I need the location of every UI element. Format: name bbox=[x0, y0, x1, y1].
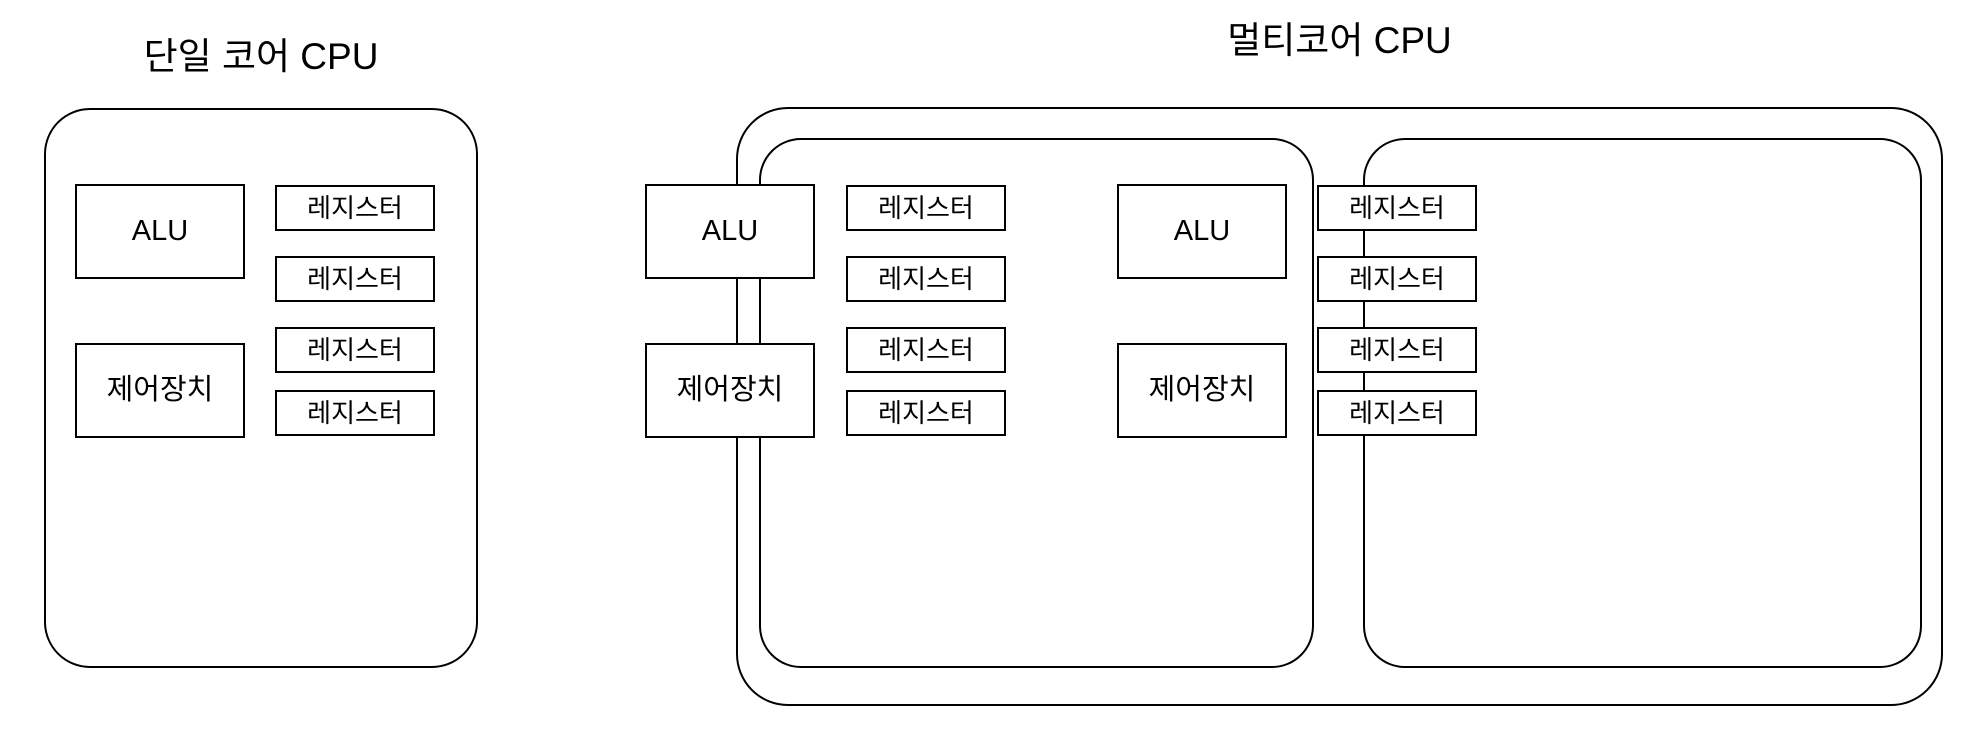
multi-core-core-1-alu-label: ALU bbox=[701, 215, 759, 247]
multi-core-core-2-register-box-4: 레지스터 bbox=[1317, 390, 1477, 436]
multi-core-core-2-register-box-1: 레지스터 bbox=[1317, 185, 1477, 231]
multi-core-core-2-register-label-2: 레지스터 bbox=[1349, 264, 1445, 294]
single-core-alu-box: ALU bbox=[75, 184, 245, 279]
multi-core-core-1-register-label-2: 레지스터 bbox=[878, 264, 974, 294]
single-core-register-box-4: 레지스터 bbox=[275, 390, 435, 436]
multi-core-core-1-register-box-3: 레지스터 bbox=[846, 327, 1006, 373]
multi-core-core-2-alu-box: ALU bbox=[1117, 184, 1287, 279]
multi-core-core-1-control-unit-box: 제어장치 bbox=[645, 343, 815, 438]
single-core-register-label-1: 레지스터 bbox=[307, 193, 403, 223]
single-core-register-box-3: 레지스터 bbox=[275, 327, 435, 373]
multi-core-core-1-register-box-2: 레지스터 bbox=[846, 256, 1006, 302]
single-core-register-box-1: 레지스터 bbox=[275, 185, 435, 231]
multi-core-core-2-register-label-3: 레지스터 bbox=[1349, 335, 1445, 365]
single-core-register-label-4: 레지스터 bbox=[307, 398, 403, 428]
multi-core-core-1-control-unit-label: 제어장치 bbox=[676, 374, 784, 406]
multi-core-core-1-register-box-1: 레지스터 bbox=[846, 185, 1006, 231]
single-core-control-unit-label: 제어장치 bbox=[106, 374, 214, 406]
multi-core-core-1-alu-box: ALU bbox=[645, 184, 815, 279]
single-core-register-label-2: 레지스터 bbox=[307, 264, 403, 294]
multi-core-core-2-register-box-3: 레지스터 bbox=[1317, 327, 1477, 373]
single-core-title: 단일 코어 CPU bbox=[143, 36, 379, 77]
multi-core-core-2-register-label-4: 레지스터 bbox=[1349, 398, 1445, 428]
multi-core-core-1-register-label-4: 레지스터 bbox=[878, 398, 974, 428]
multi-core-core-1-register-label-3: 레지스터 bbox=[878, 335, 974, 365]
multi-core-core-2-register-label-1: 레지스터 bbox=[1349, 193, 1445, 223]
single-core-register-label-3: 레지스터 bbox=[307, 335, 403, 365]
single-core-register-box-2: 레지스터 bbox=[275, 256, 435, 302]
multi-core-core-2-control-unit-box: 제어장치 bbox=[1117, 343, 1287, 438]
single-core-control-unit-box: 제어장치 bbox=[75, 343, 245, 438]
single-core-alu-label: ALU bbox=[131, 215, 189, 247]
multi-core-core-1-register-box-4: 레지스터 bbox=[846, 390, 1006, 436]
multi-core-core-1-register-label-1: 레지스터 bbox=[878, 193, 974, 223]
multi-core-title: 멀티코어 CPU bbox=[1227, 20, 1452, 61]
multi-core-core-2-control-unit-label: 제어장치 bbox=[1148, 374, 1256, 406]
multi-core-core-2-alu-label: ALU bbox=[1173, 215, 1231, 247]
single-core-cpu-container bbox=[44, 108, 478, 668]
multi-core-core-2-register-box-2: 레지스터 bbox=[1317, 256, 1477, 302]
